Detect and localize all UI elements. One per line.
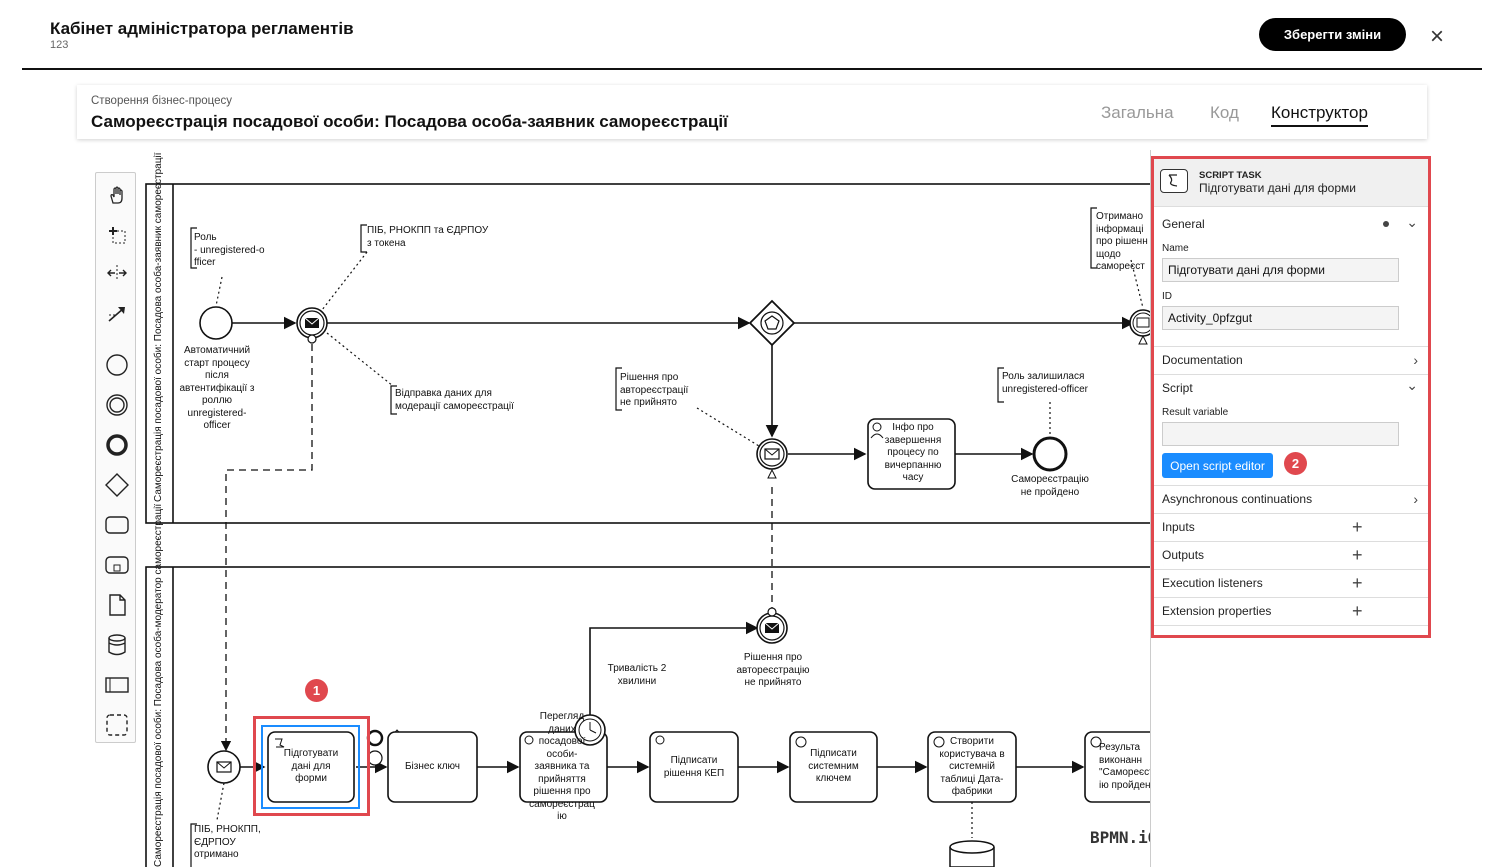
section-outputs[interactable]: Outputs +: [1154, 542, 1428, 570]
start-event-icon[interactable]: [105, 353, 129, 377]
chevron-right-icon[interactable]: ›: [1413, 491, 1418, 507]
chevron-down-icon[interactable]: ⌄: [1406, 377, 1418, 393]
annotation-role: Роль - unregistered-o fficer: [194, 232, 265, 268]
annotation-received: Отримано інформаці про рішенн щодо самор…: [1096, 211, 1148, 272]
annotation-pib-bottom: ПІБ, РНОКПП, ЄДРПОУ отримано: [194, 824, 261, 860]
end-event-icon[interactable]: [105, 433, 129, 457]
bpmn-canvas[interactable]: Самореєстрація посадової особи: Посадова…: [77, 150, 1150, 867]
chevron-down-icon[interactable]: ⌄: [1406, 214, 1418, 230]
intermediate-event-icon[interactable]: [105, 393, 129, 417]
message-decision-label: Рішення про автореєстрацію не прийнято: [736, 652, 810, 688]
tab-constructor[interactable]: Конструктор: [1271, 103, 1368, 127]
section-extension-properties-title[interactable]: Extension properties: [1162, 604, 1272, 618]
add-output-icon[interactable]: +: [1352, 545, 1363, 565]
step-badge-1: 1: [305, 679, 328, 702]
app-title: Кабінет адміністратора регламентів: [50, 19, 354, 38]
task-icon[interactable]: [105, 513, 129, 537]
element-type: SCRIPT TASK: [1199, 170, 1262, 181]
data-store-icon[interactable]: [105, 633, 129, 657]
start-event: [199, 306, 233, 340]
step-badge-2: 2: [1284, 452, 1307, 475]
pool-moderator: [145, 566, 1150, 867]
highlight-task-prepare: [253, 716, 370, 816]
element-name: Підготувати дані для форми: [1199, 181, 1356, 195]
add-input-icon[interactable]: +: [1352, 517, 1363, 537]
annotation-sent: Відправка даних для модерації самореєстр…: [395, 388, 514, 412]
tool-palette: [95, 172, 136, 743]
annotation-role-left: Роль залишилася unregistered-officer: [1002, 371, 1088, 395]
annotation-pib-token: ПІБ, РНОКПП та ЄДРПОУ з токена: [367, 225, 489, 249]
group-icon[interactable]: [105, 713, 129, 737]
task-result-label: Результа виконанн "Самореєст ію пройден: [1099, 742, 1150, 791]
script-task-icon: [1160, 169, 1188, 193]
task-sign-kep-label: Підписати рішення КЕП: [663, 755, 725, 779]
timer-label: Тривалість 2 хвилини: [607, 663, 667, 687]
gateway-icon[interactable]: [105, 473, 129, 497]
section-script-title[interactable]: Script: [1162, 381, 1193, 395]
section-execution-listeners-title[interactable]: Execution listeners: [1162, 576, 1263, 590]
section-inputs-title[interactable]: Inputs: [1162, 520, 1195, 534]
app-subtitle: 123: [50, 39, 69, 51]
section-execution-listeners[interactable]: Execution listeners +: [1154, 570, 1428, 598]
result-variable-label: Result variable: [1162, 407, 1229, 418]
process-title: Самореєстрація посадової особи: Посадова…: [91, 112, 728, 131]
open-script-editor-button[interactable]: Open script editor: [1162, 453, 1273, 478]
lane-label-moderator: Самореєстрація посадової особи: Посадова…: [153, 503, 164, 867]
close-icon[interactable]: ×: [1429, 23, 1444, 50]
bpmn-logo: BPMN.iO: [1090, 828, 1150, 847]
name-label: Name: [1162, 243, 1189, 254]
properties-header: SCRIPT TASK Підготувати дані для форми: [1154, 159, 1428, 207]
space-tool-icon[interactable]: [105, 261, 129, 285]
id-label: ID: [1162, 291, 1172, 302]
tab-code[interactable]: Код: [1210, 103, 1239, 122]
task-info-label: Інфо про завершення процесу по вичерпанн…: [884, 422, 942, 483]
pool-applicant: [145, 183, 1150, 524]
changed-dot-icon: [1383, 221, 1389, 227]
section-general-title[interactable]: General: [1162, 217, 1205, 231]
id-input[interactable]: [1162, 306, 1399, 330]
task-sign-system-label: Підписати системним ключем: [808, 748, 859, 784]
end-event-label: Самореєстрацію не пройдено: [1011, 474, 1089, 498]
tab-general[interactable]: Загальна: [1101, 103, 1174, 122]
start-event-label: Автоматичний старт процесу після автенти…: [179, 345, 255, 431]
save-button[interactable]: Зберегти зміни: [1259, 18, 1406, 51]
global-connect-icon[interactable]: [105, 301, 129, 325]
task-create-user-label: Створити користувача в системній таблиці…: [939, 736, 1005, 797]
lane-label-applicant: Самореєстрація посадової особи: Посадова…: [153, 152, 164, 502]
add-listener-icon[interactable]: +: [1352, 573, 1363, 593]
section-documentation[interactable]: Documentation ›: [1154, 347, 1428, 375]
section-outputs-title[interactable]: Outputs: [1162, 548, 1205, 562]
annotation-decision-no: Рішення про автореєстрації не прийнято: [620, 372, 689, 408]
hand-tool-icon[interactable]: [105, 183, 129, 207]
lasso-tool-icon[interactable]: [105, 223, 129, 247]
task-prepare-label[interactable]: Підготувати дані для форми: [283, 748, 339, 784]
section-inputs[interactable]: Inputs +: [1154, 514, 1428, 542]
section-async[interactable]: Asynchronous continuations ›: [1154, 486, 1428, 514]
section-documentation-title[interactable]: Documentation: [1162, 353, 1243, 367]
bpmn-diagram: [145, 183, 1150, 867]
data-object-icon[interactable]: [105, 593, 129, 617]
task-business-key-label: Бізнес ключ: [404, 761, 461, 772]
chevron-right-icon[interactable]: ›: [1413, 352, 1418, 368]
subprocess-icon[interactable]: [105, 553, 129, 577]
add-extension-property-icon[interactable]: +: [1352, 601, 1363, 621]
result-variable-input[interactable]: [1162, 422, 1399, 446]
highlight-properties-panel: [1151, 156, 1431, 638]
process-kicker: Створення бізнес-процесу: [91, 95, 232, 107]
section-extension-properties[interactable]: Extension properties +: [1154, 598, 1428, 626]
section-async-title[interactable]: Asynchronous continuations: [1162, 492, 1313, 506]
process-card: Створення бізнес-процесу Самореєстрація …: [77, 85, 1427, 139]
section-general[interactable]: General ⌄: [1154, 208, 1428, 347]
header-divider: [22, 68, 1482, 70]
pool-icon[interactable]: [105, 673, 129, 697]
app-header: Кабінет адміністратора регламентів 123 З…: [0, 0, 1498, 70]
name-input[interactable]: [1162, 258, 1399, 282]
section-script[interactable]: Script ⌄: [1154, 375, 1428, 486]
task-review-label: Перегляд даних посадової особи- заявника…: [529, 711, 595, 822]
event-gateway: [748, 299, 796, 347]
